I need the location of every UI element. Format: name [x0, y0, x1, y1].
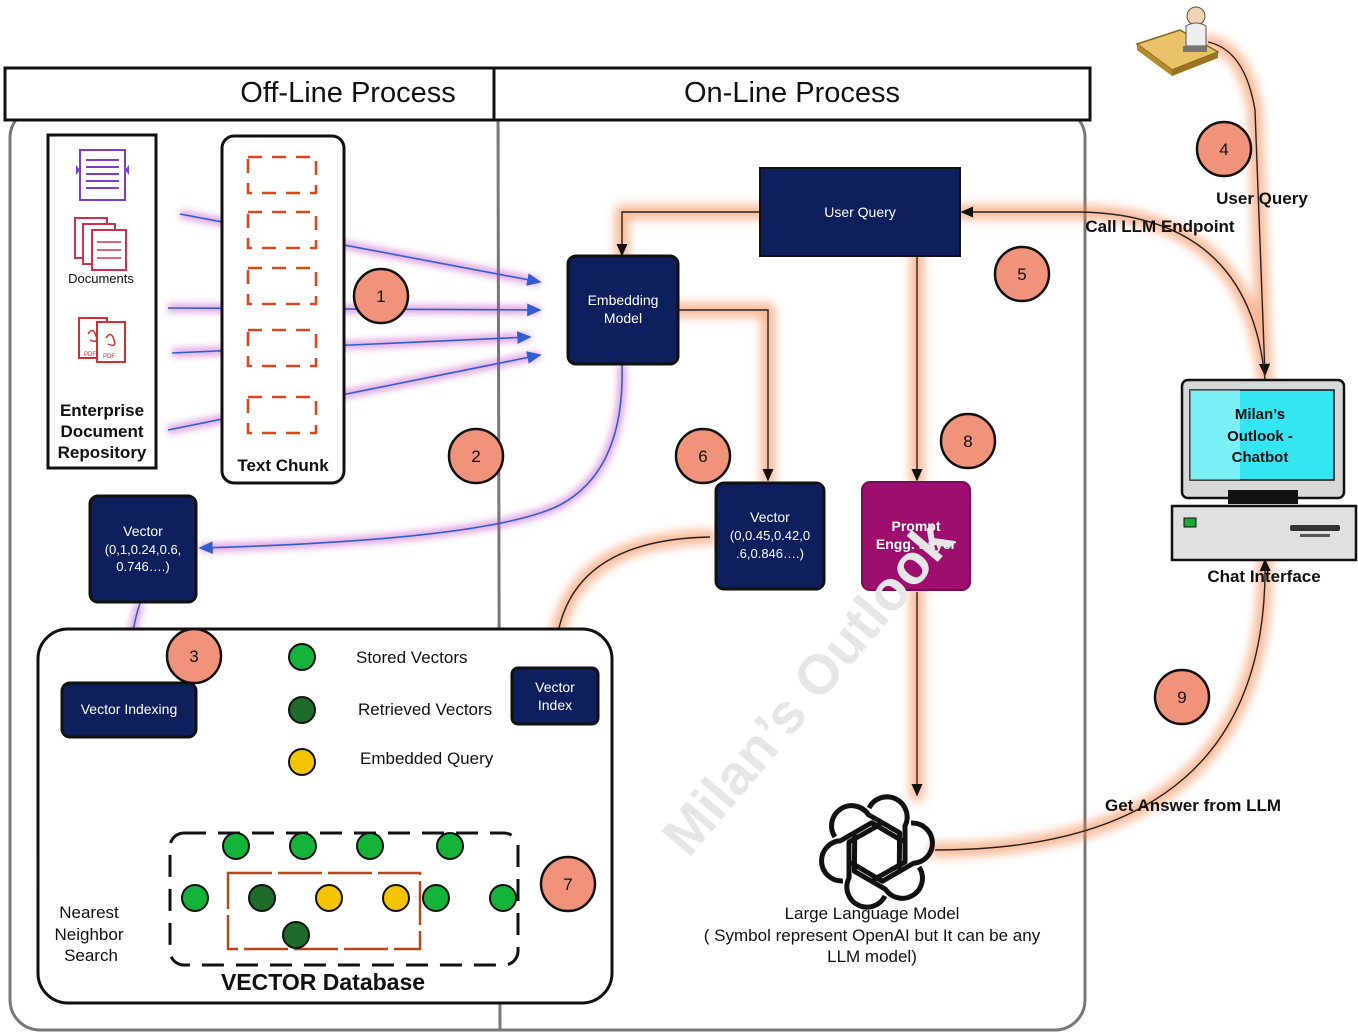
text-chunk-label: Text Chunk	[237, 456, 329, 475]
vector-database: Nearest Neighbor Search VECTOR Database	[55, 831, 520, 995]
stored-vector-dot	[422, 884, 450, 912]
svg-text:3: 3	[189, 647, 198, 666]
offline-header: Off-Line Process	[240, 77, 455, 109]
svg-text:User Query: User Query	[824, 204, 896, 220]
svg-text:Model: Model	[604, 310, 642, 326]
step-markers: 1 2 3 4 5 6 7 8 9	[165, 120, 1253, 913]
svg-text:5: 5	[1017, 265, 1026, 284]
documents-label: Documents	[68, 271, 134, 286]
prompt-layer-node: Prompt Engg. Layer	[861, 481, 971, 591]
chatbot-line1: Milan’s	[1235, 406, 1285, 423]
document-repository: Documents PDF PDF Enterprise Document Re…	[46, 133, 158, 470]
edge-label-get-answer: Get Answer from LLM	[1105, 796, 1281, 815]
text-chunk-column: Text Chunk	[220, 134, 346, 485]
vector-legend: Stored Vectors Retrieved Vectors Embedde…	[288, 643, 494, 776]
query-vector-dot	[315, 884, 343, 912]
chatbot-line3: Chatbot	[1232, 449, 1289, 466]
retrieved-vector-dot	[282, 921, 310, 949]
step-4: 4	[1195, 120, 1253, 178]
stored-vector-dot	[222, 832, 250, 860]
repository-title-line2: Document	[60, 422, 143, 441]
legend-stored-dot	[288, 643, 316, 671]
svg-text:Vector: Vector	[123, 523, 163, 539]
chunk-box-4	[246, 328, 318, 368]
step-9: 9	[1153, 668, 1211, 726]
header-bar: Off-Line Process On-Line Process	[3, 66, 1092, 122]
vector-db-label: VECTOR Database	[221, 969, 425, 995]
llm-caption-line1: Large Language Model	[785, 904, 960, 923]
repository-title-line3: Repository	[58, 443, 147, 462]
documents-stack-icon	[74, 217, 127, 271]
llm-caption-line2: ( Symbol represent OpenAI but It can be …	[704, 926, 1041, 945]
retrieved-vector-dot	[248, 884, 276, 912]
step-2: 2	[447, 427, 505, 485]
document-icon	[76, 149, 129, 201]
openai-icon	[819, 794, 935, 910]
query-vector-dot	[382, 884, 410, 912]
svg-text:Engg. Layer: Engg. Layer	[876, 536, 957, 552]
edge-label-call-llm: Call LLM Endpoint	[1085, 217, 1235, 236]
svg-text:Vector Indexing: Vector Indexing	[81, 701, 178, 717]
svg-text:7: 7	[563, 875, 572, 894]
chat-interface-label: Chat Interface	[1207, 567, 1320, 586]
svg-text:Prompt: Prompt	[892, 518, 941, 534]
online-arrows	[396, 41, 1271, 877]
chunk-box-3	[246, 266, 318, 306]
legend-retrieved-label: Retrieved Vectors	[358, 700, 492, 719]
step-7: 7	[539, 855, 597, 913]
svg-text:Embedding: Embedding	[588, 292, 659, 308]
stored-vector-dot	[181, 884, 209, 912]
step-5: 5	[993, 245, 1051, 303]
svg-text:2: 2	[471, 447, 480, 466]
legend-stored-label: Stored Vectors	[356, 648, 468, 667]
svg-text:Vector: Vector	[750, 509, 790, 525]
online-header: On-Line Process	[684, 77, 900, 109]
svg-text:6: 6	[698, 447, 707, 466]
stored-vector-dot	[356, 832, 384, 860]
edge-labels: User Query Call LLM Endpoint Get Answer …	[1085, 189, 1308, 815]
svg-text:Vector: Vector	[535, 679, 575, 695]
stored-vector-dot	[489, 884, 517, 912]
step-6: 6	[674, 427, 732, 485]
svg-text:Index: Index	[538, 697, 572, 713]
chunk-box-5	[246, 395, 318, 435]
nearest-neighbor-line1: Nearest	[59, 903, 119, 922]
vector-index-node: Vector Index	[510, 666, 600, 726]
chunk-box-1	[246, 155, 318, 195]
embedding-model-node: Embedding Model	[566, 254, 680, 366]
legend-query-label: Embedded Query	[360, 749, 494, 768]
vector-right-node: Vector (0,0.45,0.42,0 .6,0.846….)	[714, 481, 826, 591]
svg-text:9: 9	[1177, 688, 1186, 707]
stored-vector-dot	[289, 832, 317, 860]
nearest-neighbor-line2: Neighbor	[55, 925, 124, 944]
llm-caption-line3: LLM model)	[827, 947, 917, 966]
nearest-neighbor-line3: Search	[64, 946, 118, 965]
chatbot-line2: Outlook -	[1227, 428, 1293, 445]
edge-label-user-query: User Query	[1216, 189, 1308, 208]
legend-retrieved-dot	[288, 696, 316, 724]
stored-vector-dot	[436, 832, 464, 860]
svg-text:0.746….): 0.746….)	[116, 559, 169, 574]
vector-indexing-node: Vector Indexing	[60, 681, 198, 739]
user-at-desk-icon	[1135, 6, 1220, 76]
step-8: 8	[939, 412, 997, 470]
user-query-node: User Query	[759, 167, 961, 257]
step-1: 1	[352, 267, 410, 325]
vector-left-node: Vector (0,1,0.24,0.6, 0.746….)	[88, 494, 198, 604]
svg-text:8: 8	[963, 432, 972, 451]
svg-text:1: 1	[376, 287, 385, 306]
legend-query-dot	[288, 748, 316, 776]
svg-text:(0,0.45,0.42,0: (0,0.45,0.42,0	[730, 528, 810, 543]
svg-text:PDF: PDF	[84, 352, 96, 358]
step-3: 3	[165, 627, 223, 685]
computer-icon: Milan’s Outlook - Chatbot Chat Interface	[1170, 378, 1358, 586]
svg-text:.6,0.846….): .6,0.846….)	[736, 546, 804, 561]
svg-text:PDF: PDF	[103, 354, 115, 360]
repository-title-line1: Enterprise	[60, 401, 144, 420]
pdf-icon: PDF PDF	[78, 317, 126, 363]
svg-text:(0,1,0.24,0.6,: (0,1,0.24,0.6,	[105, 542, 182, 557]
svg-text:4: 4	[1219, 140, 1228, 159]
chunk-box-2	[246, 210, 318, 250]
